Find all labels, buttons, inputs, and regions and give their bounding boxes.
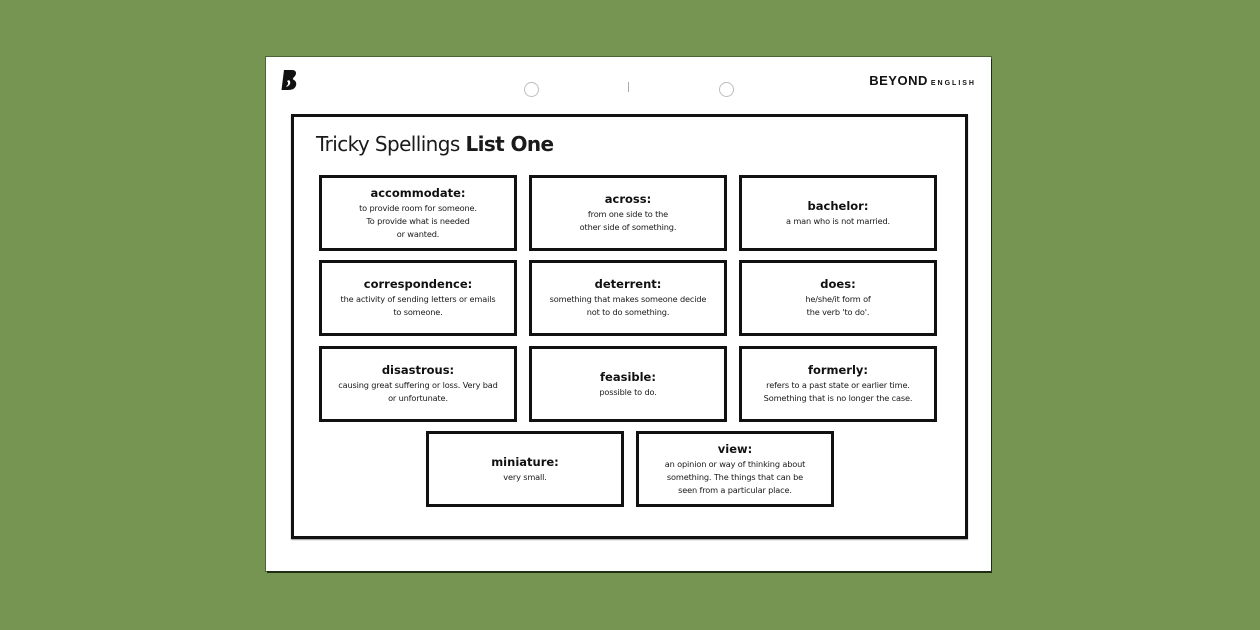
spelling-card-correspondence: correspondence: the activity of sending … bbox=[319, 260, 517, 336]
brand-name-main: BEYOND bbox=[869, 73, 928, 88]
card-word: across: bbox=[604, 192, 652, 206]
card-definition: from one side to the other side of somet… bbox=[579, 209, 677, 232]
worksheet-frame: Tricky Spellings List One accommodate: t… bbox=[291, 114, 968, 539]
title-regular: Tricky Spellings bbox=[316, 132, 460, 156]
card-definition: an opinion or way of thinking about some… bbox=[664, 458, 806, 495]
card-definition: refers to a past state or earlier time. … bbox=[763, 380, 913, 403]
card-word: disastrous: bbox=[381, 363, 455, 377]
card-definition: very small. bbox=[503, 471, 547, 482]
card-definition: possible to do. bbox=[599, 386, 657, 397]
card-word: formerly: bbox=[807, 363, 869, 377]
spelling-card-disastrous: disastrous: causing great suffering or l… bbox=[319, 346, 517, 422]
spelling-card-feasible: feasible: possible to do. bbox=[529, 346, 727, 422]
card-word: deterrent: bbox=[594, 277, 662, 291]
card-word: view: bbox=[717, 441, 753, 456]
card-word: does: bbox=[820, 277, 856, 291]
title-bold: List One bbox=[465, 132, 554, 156]
card-definition: to provide room for someone. To provide … bbox=[359, 202, 477, 239]
card-definition: the activity of sending letters or email… bbox=[340, 294, 496, 317]
card-word: miniature: bbox=[491, 454, 559, 469]
spelling-card-view: view: an opinion or way of thinking abou… bbox=[636, 431, 834, 507]
card-definition: a man who is not married. bbox=[786, 215, 890, 226]
punch-hole-right bbox=[719, 82, 734, 97]
card-word: accommodate: bbox=[370, 185, 466, 200]
card-definition: causing great suffering or loss. Very ba… bbox=[338, 380, 498, 403]
spelling-card-formerly: formerly: refers to a past state or earl… bbox=[739, 346, 937, 422]
spelling-card-accommodate: accommodate: to provide room for someone… bbox=[319, 175, 517, 251]
spelling-card-bachelor: bachelor: a man who is not married. bbox=[739, 175, 937, 251]
punch-hole-left bbox=[524, 82, 539, 97]
spelling-card-miniature: miniature: very small. bbox=[426, 431, 624, 507]
card-word: bachelor: bbox=[807, 198, 869, 213]
punch-center-mark bbox=[628, 82, 629, 92]
card-definition: something that makes someone decide not … bbox=[549, 294, 707, 317]
beyond-b-logo-icon bbox=[281, 70, 297, 90]
card-word: correspondence: bbox=[363, 277, 473, 291]
brand-name-sub: ENGLISH bbox=[930, 80, 976, 87]
page-title: Tricky Spellings List One bbox=[316, 132, 554, 156]
spelling-card-across: across: from one side to the other side … bbox=[529, 175, 727, 251]
spelling-card-deterrent: deterrent: something that makes someone … bbox=[529, 260, 727, 336]
card-definition: he/she/it form of the verb 'to do'. bbox=[805, 294, 871, 317]
spelling-card-does: does: he/she/it form of the verb 'to do'… bbox=[739, 260, 937, 336]
card-word: feasible: bbox=[600, 369, 656, 384]
